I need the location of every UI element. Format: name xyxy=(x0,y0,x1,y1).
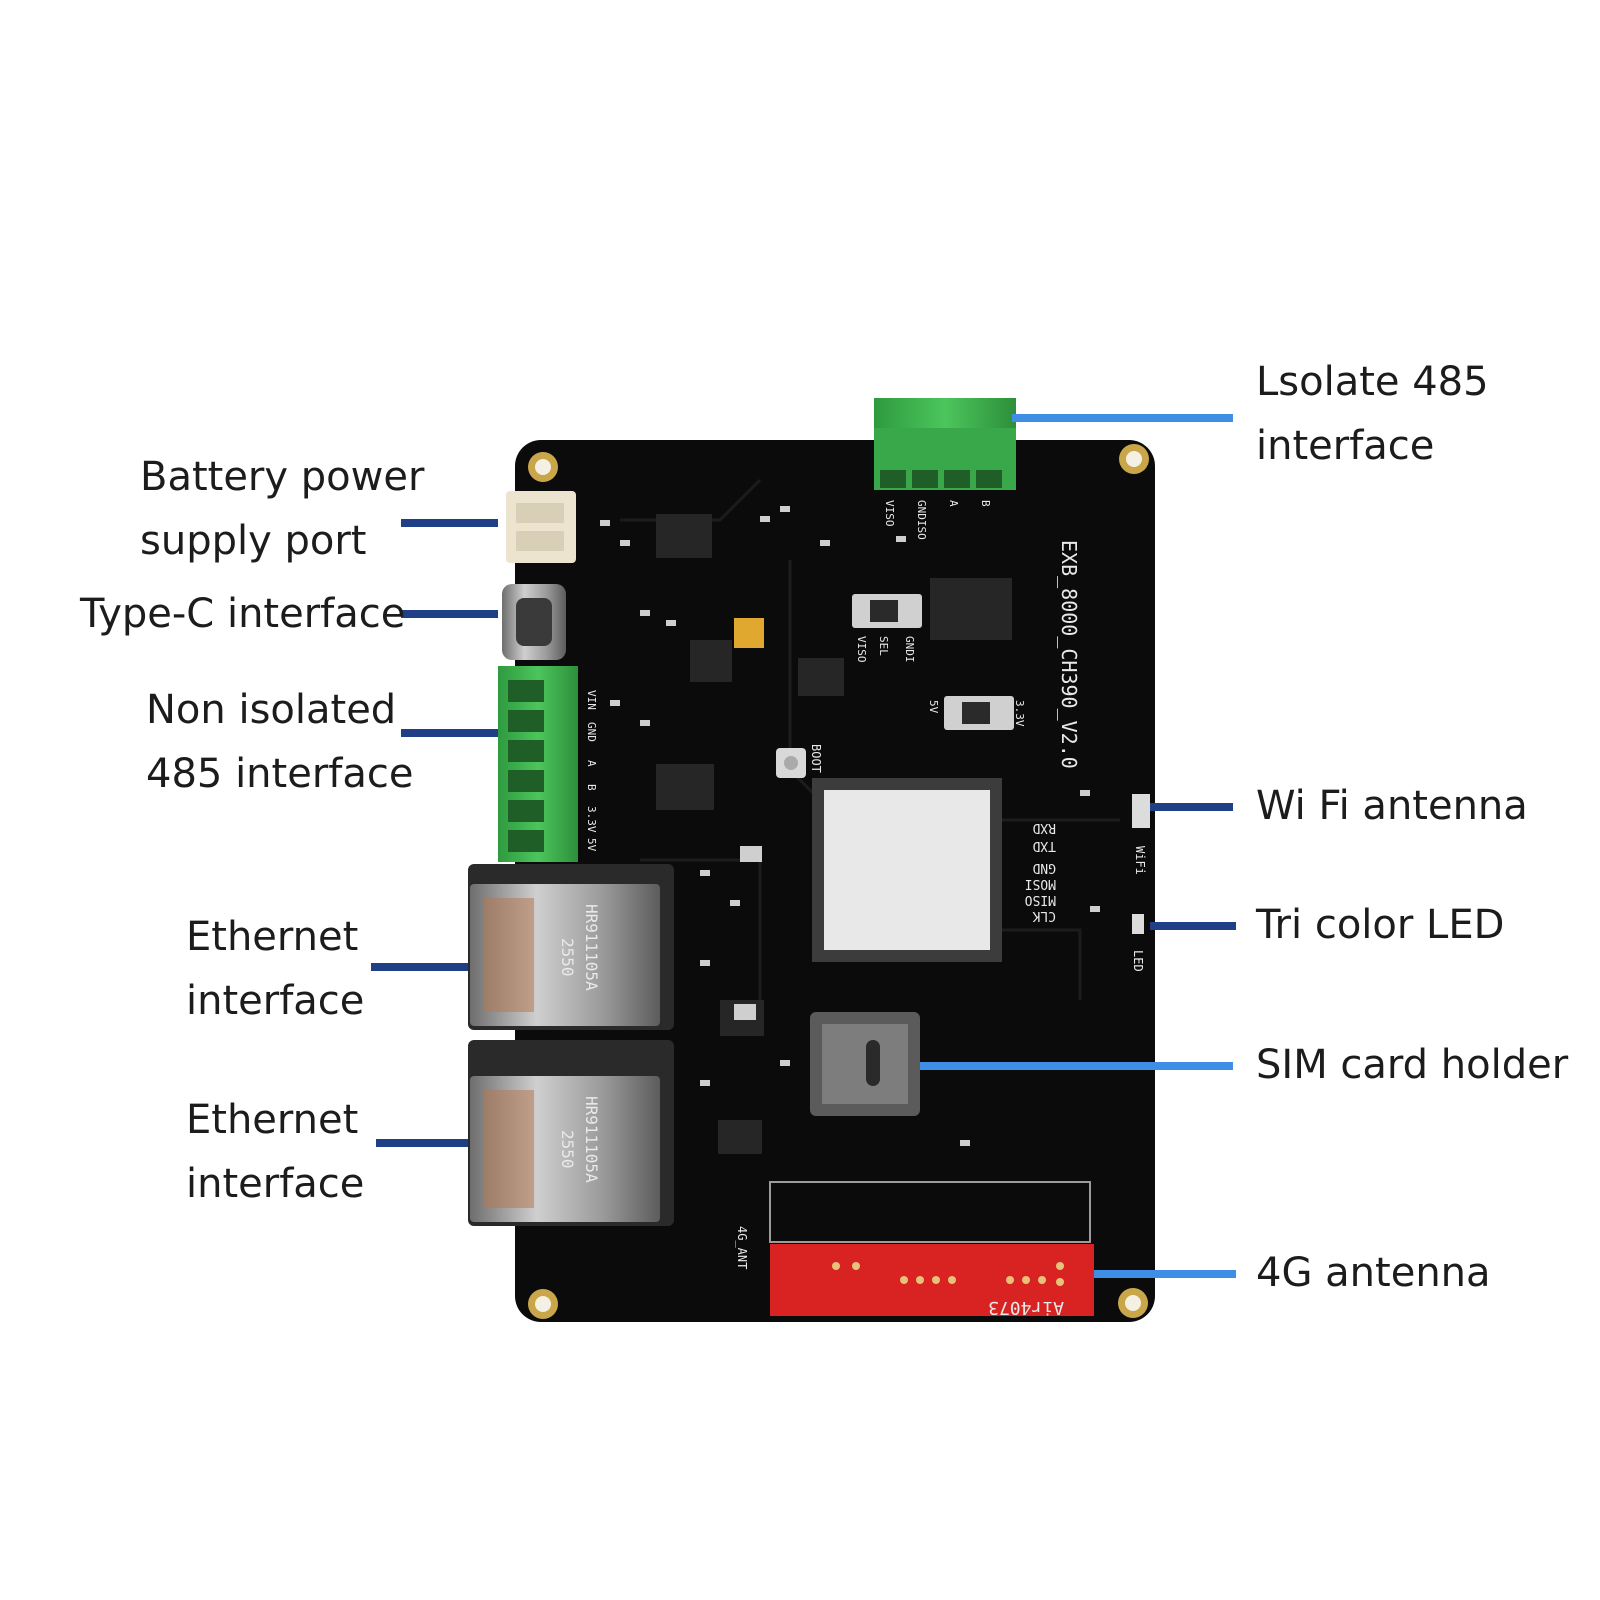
label-line: 4G antenna xyxy=(1256,1250,1491,1296)
label-line: Non isolated xyxy=(146,687,397,733)
label-non-isolated-485: Non isolated 485 interface xyxy=(146,678,413,806)
label-line: interface xyxy=(1256,423,1435,469)
terminal-label: 5V xyxy=(585,838,598,852)
wifi-label: WiFi xyxy=(1133,846,1147,875)
switch-label: 5V xyxy=(927,700,940,714)
antenna-connector-label: 4G_ANT xyxy=(735,1226,749,1269)
top-terminal-labels: VISO GNDISO A B xyxy=(883,500,992,540)
label-line: Ethernet xyxy=(186,1097,359,1143)
label-line: interface xyxy=(186,1161,365,1207)
switch-label: VISO xyxy=(855,636,868,663)
small-ics xyxy=(656,514,1012,1154)
label-battery: Battery power supply port xyxy=(140,445,424,573)
mounting-holes xyxy=(528,444,1149,1319)
label-sim-holder: SIM card holder xyxy=(1256,1033,1568,1097)
label-line: Ethernet xyxy=(186,914,359,960)
module-text: Air4073 xyxy=(988,1297,1064,1318)
terminal-label: GND xyxy=(585,722,598,742)
switch-label: GNDI xyxy=(903,636,916,663)
wifi-antenna-chip xyxy=(1132,794,1150,828)
4g-module xyxy=(769,1181,1094,1316)
isolated-485-terminal xyxy=(874,398,1016,490)
label-line: Type-C interface xyxy=(80,591,406,637)
label-type-c: Type-C interface xyxy=(80,582,405,646)
pin-label: MISO xyxy=(1025,892,1056,907)
pin-label: CLK xyxy=(1032,908,1056,923)
smd-components xyxy=(600,506,1100,1146)
label-line: Wi Fi antenna xyxy=(1256,783,1528,829)
switch-labels: VISO SEL GNDI 5V 3.3V xyxy=(855,636,1026,727)
ethernet-port-1 xyxy=(468,864,674,1030)
terminal-label: VISO xyxy=(883,500,896,527)
rj45-code-2: 2550 xyxy=(558,1130,577,1169)
terminal-label: GNDISO xyxy=(915,500,928,540)
leader-lines xyxy=(371,414,1236,1278)
switch-label: SEL xyxy=(877,636,890,656)
pin-labels: RXD TXD GND MOSI MISO CLK xyxy=(1025,820,1056,923)
pin-label: RXD xyxy=(1032,820,1056,835)
label-line: supply port xyxy=(140,518,367,564)
label-line: Tri color LED xyxy=(1256,902,1505,948)
terminal-label: A xyxy=(947,500,960,507)
rj45-text-1: HR911105A xyxy=(582,904,601,991)
terminal-labels: VIN GND A B 3.3V 5V xyxy=(585,690,598,852)
label-line: SIM card holder xyxy=(1256,1042,1569,1088)
terminal-label: A xyxy=(585,760,598,767)
tri-color-led xyxy=(1132,914,1144,934)
non-isolated-485-terminal xyxy=(498,666,578,862)
rj45-code-1: 2550 xyxy=(558,938,577,977)
usb-c-port xyxy=(502,584,566,660)
slide-switches xyxy=(852,594,1014,730)
board-model-label: EXB_8000_CH390_V2.0 xyxy=(1057,540,1081,769)
label-4g-antenna: 4G antenna xyxy=(1256,1241,1491,1305)
switch-label: 3.3V xyxy=(1013,700,1026,727)
terminal-label: B xyxy=(585,784,598,791)
boot-button xyxy=(776,748,806,778)
label-wifi-antenna: Wi Fi antenna xyxy=(1256,774,1528,838)
terminal-label: 3.3V xyxy=(585,806,598,833)
ethernet-port-2 xyxy=(468,1040,674,1226)
led-label: LED xyxy=(1131,950,1145,972)
label-ethernet-2: Ethernet interface xyxy=(186,1088,364,1216)
terminal-label: VIN xyxy=(585,690,598,710)
main-chip xyxy=(812,778,1002,962)
label-tri-color-led: Tri color LED xyxy=(1256,893,1504,957)
pin-label: MOSI xyxy=(1025,876,1056,891)
label-isolate-485: Lsolate 485 interface xyxy=(1256,350,1489,478)
pin-label: TXD xyxy=(1032,838,1056,853)
label-line: 485 interface xyxy=(146,751,414,797)
pin-label: GND xyxy=(1032,860,1056,875)
label-ethernet-1: Ethernet interface xyxy=(186,905,364,1033)
label-line: Battery power xyxy=(140,454,425,500)
label-line: Lsolate 485 xyxy=(1256,359,1489,405)
boot-label: BOOT xyxy=(809,744,823,773)
tantalum-capacitor xyxy=(734,618,764,648)
rj45-text-2: HR911105A xyxy=(582,1096,601,1183)
battery-connector xyxy=(506,491,576,563)
sim-card-holder xyxy=(810,1012,920,1116)
terminal-label: B xyxy=(979,500,992,507)
label-line: interface xyxy=(186,978,365,1024)
